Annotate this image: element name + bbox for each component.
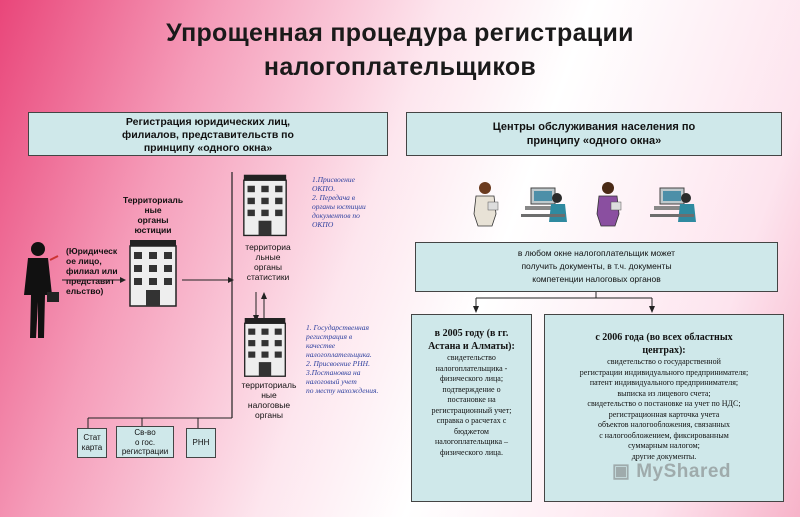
box-2005-line: налогоплательщика – — [434, 437, 509, 446]
box-2006-line: свидетельство о государственной — [607, 357, 721, 366]
header-left-box: Регистрация юридических лиц, филиалов, п… — [28, 112, 388, 156]
justice-label-line: ные — [144, 205, 162, 215]
box-2006-line: регистрации индивидуального предпринимат… — [579, 367, 749, 377]
stats-label-line: территориа — [245, 242, 291, 252]
tax-label-line: территориаль — [241, 380, 297, 390]
tax-note-line: налоговый учет — [306, 377, 357, 386]
tax-note-line: 3.Постановка на — [306, 368, 361, 377]
person-label-line: представит — [66, 276, 115, 286]
building-icon — [129, 240, 177, 307]
stats-note-line: 1.Присвоение — [312, 175, 355, 184]
tax-note-line: регистрация в — [306, 332, 353, 341]
computer-operator-icon — [650, 187, 696, 222]
box-2006-line: суммарным налогом; — [628, 441, 700, 450]
tax-label-line: ные — [261, 390, 277, 400]
box-2006-line: объектов налогообложения, связанных — [598, 420, 730, 429]
page-title: Упрощенная процедура регистрации налогоп… — [0, 16, 800, 84]
person-label: (Юридическ ое лицо, филиал или представи… — [66, 246, 124, 296]
box-2005-line: свидетельство — [447, 353, 496, 362]
header-left-line: Регистрация юридических лиц, — [125, 116, 291, 128]
tax-note-line: 2. Присвоение РНН. — [306, 359, 370, 368]
title-line-1: Упрощенная процедура регистрации — [166, 19, 634, 47]
box-2006-line: регистрационная карточка учета — [608, 409, 720, 419]
justice-label-line: Территориаль — [122, 195, 184, 205]
box-2005-line: постановке на — [447, 395, 496, 404]
box-2006-heading: центрах): — [642, 345, 686, 356]
stats-label: территориа льные органы статистики — [238, 242, 298, 282]
stats-note-line: ОКПО — [312, 220, 334, 229]
stats-label-line: органы — [254, 262, 282, 272]
window-info-line: компетенции налоговых органов — [532, 274, 661, 284]
box-2005-line: регистрационный учет; — [431, 405, 512, 415]
tax-note-line: качестве — [306, 341, 336, 350]
tax-note-line: по месту нахождения. — [306, 386, 379, 395]
box-2005: в 2005 году (в гг. Астана и Алматы): сви… — [411, 314, 532, 502]
header-left-line: филиалов, представительств по — [122, 129, 294, 141]
tax-note: 1. Государственная регистрация в качеств… — [306, 323, 398, 395]
box-2005-line: налогоплательщика - — [435, 363, 508, 373]
doc-reg-line: о гос. — [134, 437, 156, 447]
person-label-line: ельство) — [66, 286, 104, 296]
box-2006-line: выписка из лицевого счета; — [617, 388, 711, 398]
person-label-line: филиал или — [66, 266, 118, 276]
clerk-icon — [596, 182, 622, 227]
box-2005-line: физического лица. — [440, 447, 503, 457]
doc-reg-line: регистрации — [121, 447, 169, 456]
window-info-box: в любом окне налогоплательщик может полу… — [415, 242, 778, 292]
building-icon — [243, 174, 287, 237]
stats-note: 1.Присвоение ОКПО. 2. Передача в органы … — [312, 175, 392, 229]
box-2005-heading: в 2005 году (в гг. — [434, 328, 509, 339]
header-left-line: принципу «одного окна» — [143, 142, 273, 154]
stats-note-line: органы юстиции — [312, 202, 366, 211]
justice-label-line: юстиции — [134, 225, 172, 235]
window-info-line: в любом окне налогоплательщик может — [517, 248, 676, 258]
header-right-box: Центры обслуживания населения по принцип… — [406, 112, 782, 156]
clerk-icon — [473, 182, 499, 227]
header-right-line: Центры обслуживания населения по — [492, 121, 696, 133]
box-2005-line: справка о расчетах с — [436, 416, 507, 425]
justice-label: Территориаль ные органы юстиции — [118, 195, 188, 235]
watermark: ▣ MyShared — [612, 460, 731, 483]
tax-note-line: 1. Государственная — [306, 323, 370, 332]
tax-label: территориаль ные налоговые органы — [238, 380, 300, 420]
doc-stat-line: карта — [81, 442, 103, 452]
header-right-line: принципу «одного окна» — [526, 135, 662, 147]
title-line-2: налогоплательщиков — [263, 53, 537, 81]
doc-rnn: РНН — [186, 428, 216, 458]
watermark-logo-icon: ▣ — [612, 461, 637, 482]
person-label-line: ое лицо, — [66, 256, 102, 266]
watermark-text: MyShared — [636, 461, 732, 482]
box-2006: с 2006 года (во всех областных центрах):… — [544, 314, 784, 502]
doc-reg-line: Св-во — [134, 428, 156, 437]
doc-registration-cert: Св-во о гос. регистрации — [116, 426, 174, 458]
box-2005-line: физического лица; — [439, 374, 504, 383]
box-2006-line: другие документы. — [631, 451, 697, 461]
doc-stat-line: Стат — [83, 433, 101, 442]
box-2006-line: с налогообложением, фиксированным — [599, 430, 729, 440]
stats-note-line: 2. Передача в — [312, 193, 356, 202]
businessman-icon — [24, 242, 59, 338]
box-2006-heading: с 2006 года (во всех областных — [595, 332, 733, 343]
box-2005-line: подтверждение о — [442, 384, 501, 394]
stats-label-line: статистики — [246, 272, 290, 282]
box-2006-line: свидетельство о постановке на учет по НД… — [587, 399, 741, 408]
tax-note-line: налогоплательщика. — [306, 350, 372, 359]
box-2006-line: патент индивидуального предпринимателя; — [589, 378, 739, 387]
justice-label-line: органы — [137, 215, 169, 225]
stats-note-line: ОКПО. — [312, 184, 336, 193]
stats-label-line: льные — [255, 252, 281, 262]
doc-stat-card: Стат карта — [77, 428, 107, 458]
building-icon — [244, 318, 286, 377]
box-2005-line: бюджетом — [454, 426, 489, 436]
tax-label-line: налоговые — [247, 400, 291, 410]
doc-rnn-line: РНН — [192, 438, 210, 447]
tax-label-line: органы — [255, 410, 283, 420]
box-2005-heading: Астана и Алматы): — [428, 341, 515, 352]
window-info-line: получить документы, в т.ч. документы — [521, 261, 672, 271]
person-label-line: (Юридическ — [66, 246, 118, 256]
stats-note-line: документов по — [312, 211, 360, 220]
computer-operator-icon — [521, 187, 567, 222]
